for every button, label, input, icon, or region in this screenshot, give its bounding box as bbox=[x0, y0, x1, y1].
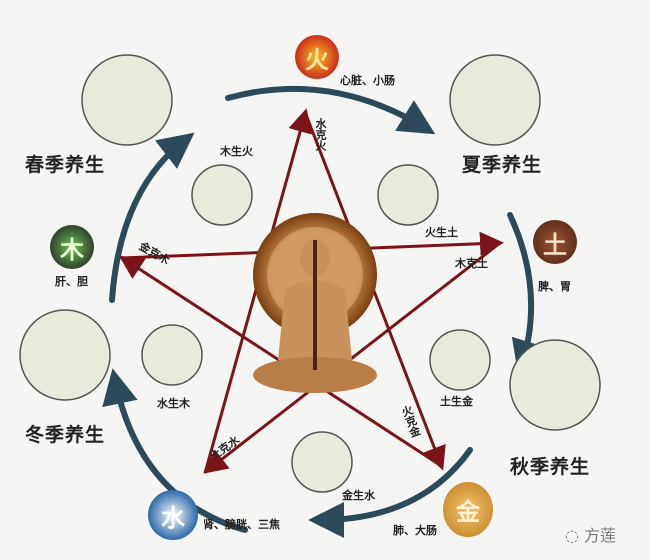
season-spring: 春季养生 bbox=[25, 154, 106, 176]
label-wood-overcomes-earth: 木克土 bbox=[455, 257, 488, 270]
label-wood-generates-fire: 木生火 bbox=[220, 145, 253, 158]
element-water: 水 bbox=[148, 490, 198, 540]
label-metal-generates-water: 金生水 bbox=[342, 489, 375, 502]
spring-illustration bbox=[81, 54, 173, 146]
illustration-vignettes bbox=[19, 54, 601, 493]
earth-organs: 脾、胃 bbox=[538, 280, 571, 293]
water-organs: 肾、膀胱、三焦 bbox=[203, 518, 280, 531]
wood-organs: 肝、胆 bbox=[55, 275, 88, 288]
earth-metal-illustration bbox=[429, 329, 491, 391]
cycle-arrow-fire-to-summer bbox=[225, 85, 436, 135]
generating-cycle-arrows bbox=[102, 85, 547, 538]
label-earth-generates-metal: 土生金 bbox=[440, 395, 473, 408]
winter-illustration bbox=[19, 309, 111, 401]
arrow-water-overcomes-fire bbox=[203, 108, 312, 474]
fire-earth-illustration bbox=[377, 164, 439, 226]
cycle-arrow-earth-to-autumn bbox=[507, 212, 547, 377]
meditating-figure-illustration bbox=[253, 213, 377, 393]
metal-water-illustration bbox=[291, 431, 353, 493]
season-autumn: 秋季养生 bbox=[510, 456, 591, 478]
label-water-generates-wood: 水生木 bbox=[157, 397, 190, 410]
water-wood-illustration bbox=[141, 324, 203, 386]
autumn-illustration bbox=[509, 339, 601, 431]
cycle-arrow-metal-to-water bbox=[308, 447, 473, 538]
season-winter: 冬季养生 bbox=[25, 424, 106, 446]
wood-fire-illustration bbox=[191, 164, 253, 226]
arrow-earth-overcomes-water bbox=[203, 241, 501, 474]
summer-illustration bbox=[449, 54, 541, 146]
label-fire-generates-earth: 火生土 bbox=[425, 226, 458, 239]
element-fire: 火 bbox=[295, 35, 339, 79]
label-water-overcomes-fire: 水克火 bbox=[314, 118, 327, 151]
element-wood: 木 bbox=[50, 225, 94, 269]
element-earth: 土 bbox=[533, 220, 577, 264]
metal-organs: 肺、大肠 bbox=[393, 524, 437, 537]
fire-organs: 心脏、小肠 bbox=[340, 74, 395, 87]
element-metal: 金 bbox=[443, 482, 493, 537]
season-summer: 夏季养生 bbox=[462, 154, 543, 176]
watermark: ◌ 方莲 bbox=[565, 526, 617, 545]
cycle-arrow-water-to-winter bbox=[102, 368, 248, 533]
watermark-text: 方莲 bbox=[584, 526, 617, 545]
cycle-arrow-wood-to-spring bbox=[109, 132, 195, 303]
